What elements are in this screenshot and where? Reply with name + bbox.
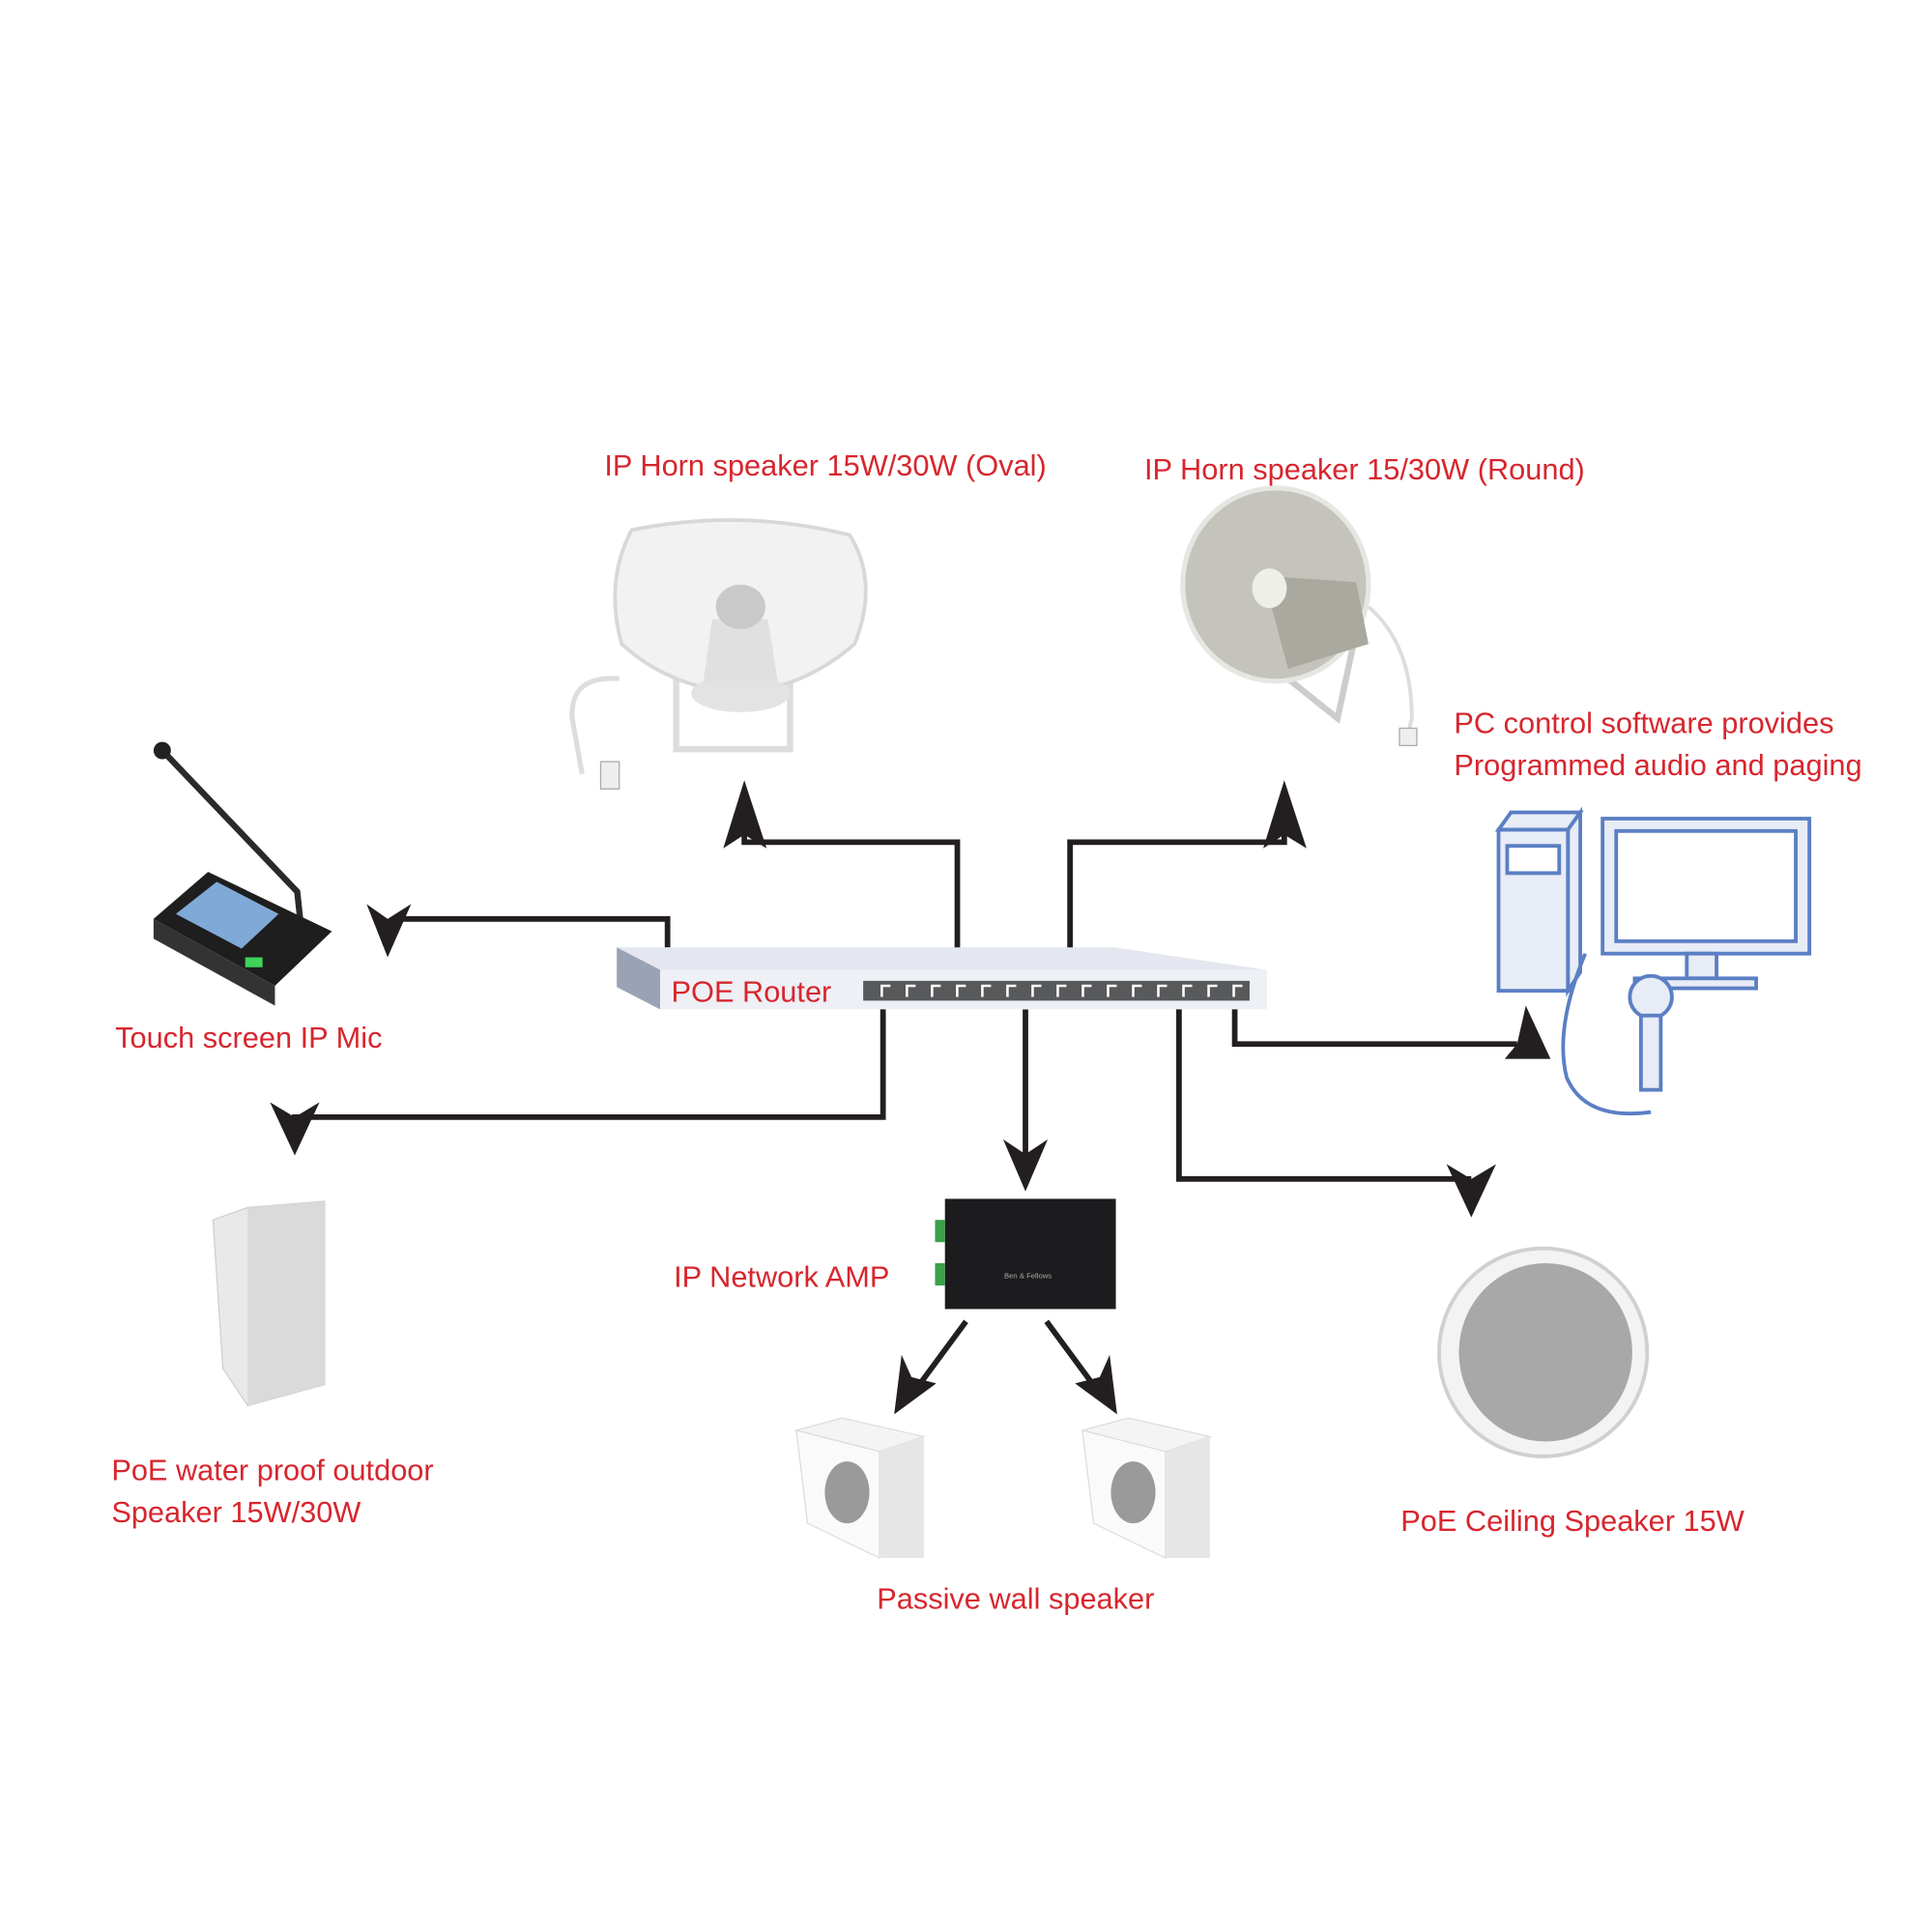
ceiling-speaker-label: PoE Ceiling Speaker 15W (1400, 1504, 1745, 1538)
wall-speaker-label: Passive wall speaker (877, 1582, 1154, 1616)
wire-to-horn-oval (741, 823, 961, 958)
amp-brand-text: Ben & Fellows (1004, 1271, 1052, 1280)
pc-label-line2: Programmed audio and paging (1454, 748, 1861, 782)
touch-screen-mic-image (153, 741, 332, 1006)
wire-to-horn-round (1067, 823, 1287, 958)
arrow-down-left-icon (894, 1354, 937, 1415)
wire-to-ceiling-speaker (1176, 1005, 1472, 1182)
router-port (880, 984, 891, 997)
arrow-down-icon (1002, 1139, 1049, 1192)
router-port (1006, 984, 1017, 997)
ceiling-speaker-image (1437, 1246, 1650, 1458)
wire-to-pc (1231, 1005, 1517, 1048)
arrow-down-icon (270, 1102, 320, 1156)
router-port (906, 984, 916, 997)
arrow-down-icon (366, 904, 412, 958)
router-port (1107, 984, 1117, 997)
outdoor-speaker-image (212, 1200, 326, 1407)
arrow-down-right-icon (1075, 1354, 1117, 1415)
router-port (1031, 984, 1042, 997)
horn-oval-label: IP Horn speaker 15W/30W (Oval) (604, 448, 1046, 482)
outdoor-label-line1: PoE water proof outdoor (111, 1453, 433, 1486)
pc-label-line1: PC control software provides (1454, 706, 1833, 740)
router-port (1182, 984, 1193, 997)
router-port (1081, 984, 1092, 997)
connections (270, 780, 1551, 1415)
wall-speaker-left-image (793, 1417, 927, 1560)
router-label: POE Router (672, 975, 832, 1009)
router-port (956, 984, 966, 997)
wire-to-outdoor-speaker (292, 1005, 886, 1121)
pc-computer-icon (1494, 806, 1812, 1116)
horn-speaker-oval-image (569, 518, 868, 790)
router-port (981, 984, 992, 997)
horn-round-label: IP Horn speaker 15/30W (Round) (1144, 452, 1585, 486)
wire-to-mic (396, 915, 671, 948)
arrow-up-icon (1263, 780, 1307, 849)
router-port (931, 984, 941, 997)
poe-router: POE Router (617, 947, 1267, 1010)
arrow-up-icon (723, 780, 767, 849)
horn-speaker-round-image (1180, 485, 1418, 747)
outdoor-label-line2: Speaker 15W/30W (111, 1495, 360, 1529)
router-port (1207, 984, 1218, 997)
arrow-right-icon (1504, 1005, 1551, 1059)
router-port (1157, 984, 1168, 997)
router-port (1132, 984, 1142, 997)
arrow-down-icon (1446, 1164, 1496, 1218)
amp-label: IP Network AMP (674, 1259, 889, 1293)
router-port (1056, 984, 1067, 997)
mic-label: Touch screen IP Mic (115, 1021, 382, 1054)
router-ports (880, 984, 1243, 997)
router-port (1232, 984, 1243, 997)
ip-network-amp-image: Ben & Fellows (935, 1198, 1116, 1310)
wall-speaker-right-image (1080, 1417, 1213, 1560)
